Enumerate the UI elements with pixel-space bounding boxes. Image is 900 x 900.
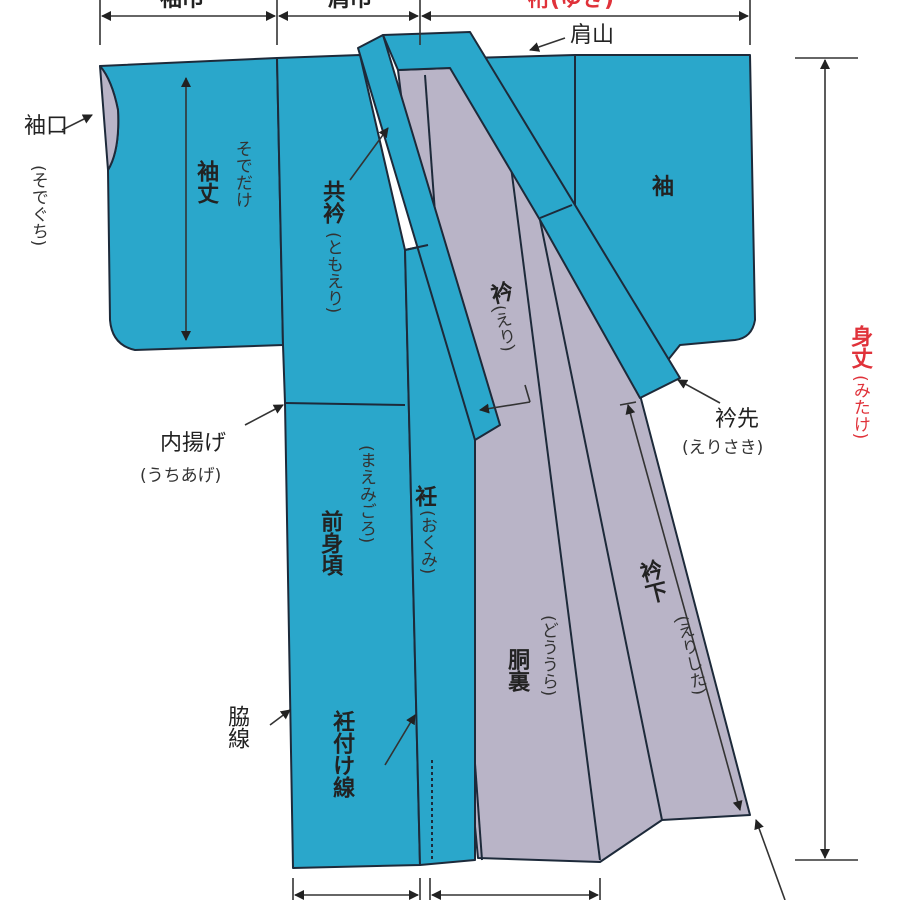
label-mae-migoro-reading: (まえみごろ) — [355, 445, 376, 544]
label-eri-saki: 衿先 — [715, 407, 760, 432]
label-sode-take-reading: そでだけ — [231, 140, 252, 208]
label-yuki: 裄(ゆき) — [528, 0, 614, 11]
label-kata-haba: 肩巾 — [328, 0, 372, 11]
label-okumi-tsuke-sen: 衽付け線 — [329, 710, 355, 798]
label-sode-guchi: 袖口 — [24, 114, 69, 139]
label-waki-sen: 脇線 — [224, 705, 250, 749]
front-body — [276, 54, 421, 869]
label-eri-saki-reading: (えりさき) — [682, 438, 764, 458]
label-dou-ura: 胴裏 — [504, 648, 530, 692]
tomo-eri-band — [357, 34, 501, 441]
label-sode-take: 袖丈 — [193, 160, 219, 204]
label-okumi-reading: (おくみ) — [416, 510, 437, 575]
label-okumi: 衽 — [411, 485, 437, 507]
label-uchi-age: 内揚げ — [160, 431, 227, 456]
right-sleeve — [469, 54, 756, 371]
label-mitake-reading: (みたけ) — [849, 375, 870, 440]
label-uchi-age-reading: (うちあげ) — [140, 466, 222, 486]
left-sleeve — [99, 57, 284, 351]
label-kata-yama: 肩山 — [570, 23, 615, 48]
label-mae-migoro: 前身頃 — [317, 510, 343, 576]
label-tomo-eri-reading: (ともえり) — [322, 232, 343, 314]
collar-right-band — [382, 31, 681, 399]
label-mitake: 身丈 — [847, 325, 873, 369]
label-sode: 袖 — [652, 175, 675, 200]
label-dou-ura-reading: (どううら) — [537, 615, 558, 697]
label-sode-haba: 袖巾 — [160, 0, 204, 11]
sleeve-opening — [99, 65, 120, 171]
label-sode-guchi-reading: (そでぐち) — [27, 165, 48, 247]
label-tomo-eri: 共衿 — [319, 180, 345, 224]
